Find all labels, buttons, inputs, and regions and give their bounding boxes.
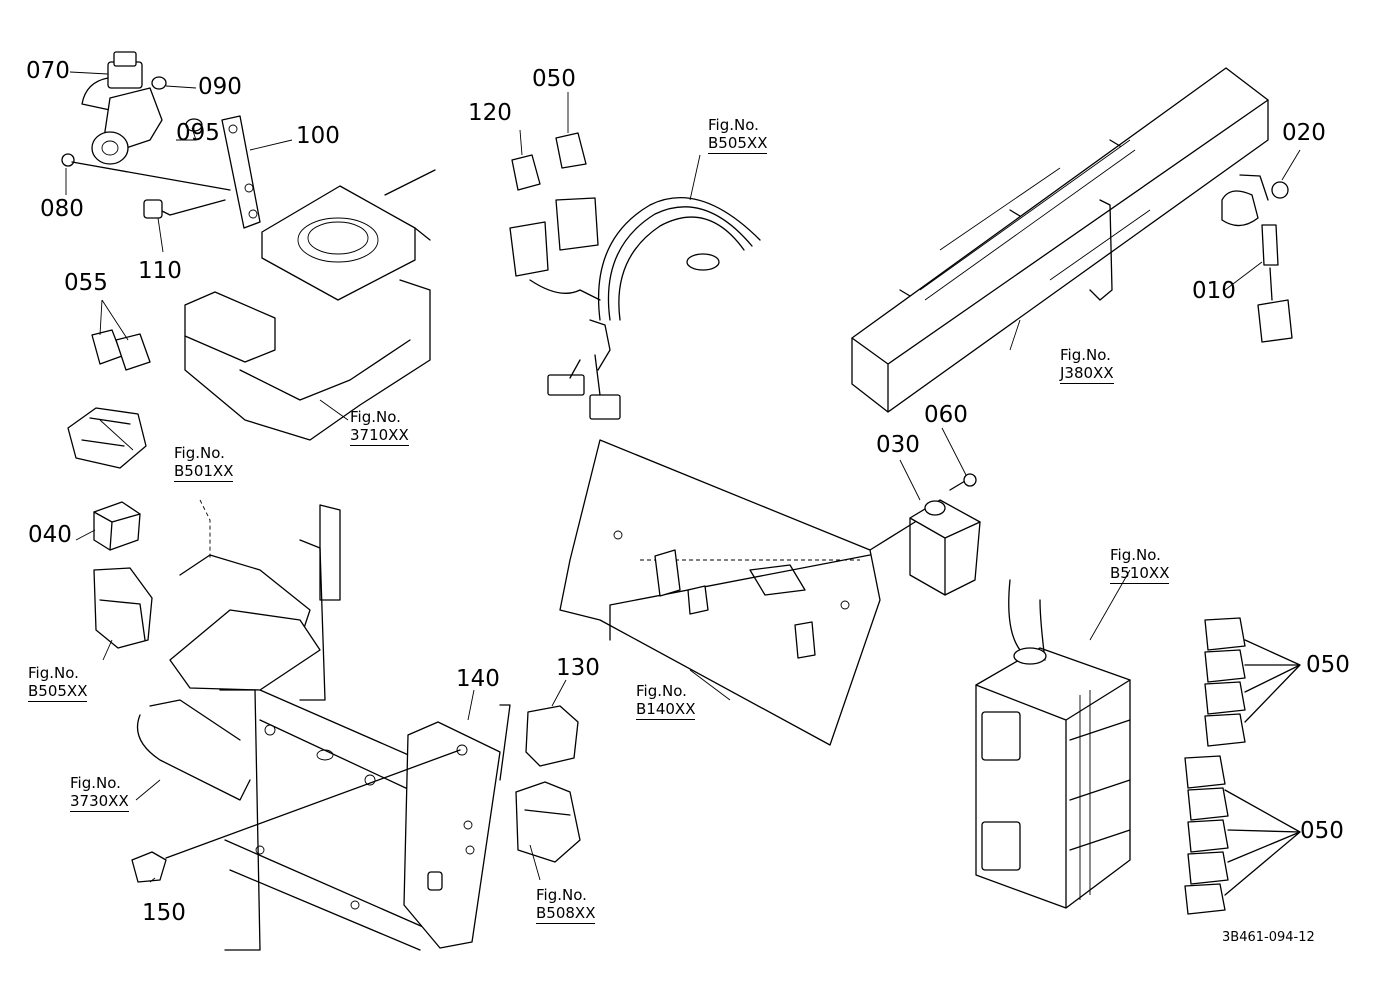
fig-ref-label: Fig.No. (28, 664, 79, 682)
leader-lines (65, 71, 1301, 883)
fig-ref-label: Fig.No. (536, 886, 587, 904)
relay-130 (515, 705, 581, 863)
fig-ref-code: B501XX (174, 462, 234, 482)
fig-ref-label: Fig.No. (350, 408, 401, 426)
fig-ref-code: B510XX (1110, 564, 1170, 584)
part-label-130: 130 (556, 655, 600, 681)
plate-140 (403, 704, 511, 949)
part-label-095: 095 (176, 120, 220, 146)
fig-ref-code: J380XX (1060, 364, 1114, 384)
fig-ref-label: Fig.No. (636, 682, 687, 700)
part-label-120: 120 (468, 100, 512, 126)
fig-ref-label: Fig.No. (1110, 546, 1161, 564)
unit-030 (869, 473, 981, 596)
part-label-020: 020 (1282, 120, 1326, 146)
fig-ref-b140xx: Fig.No. B140XX (636, 682, 696, 720)
fig-ref-code: B140XX (636, 700, 696, 720)
part-label-140: 140 (456, 666, 500, 692)
fig-ref-code: B505XX (708, 134, 768, 154)
engine-housing (184, 169, 436, 441)
fig-ref-3710xx: Fig.No. 3710XX (350, 408, 409, 446)
part-label-050-mid: 050 (1306, 652, 1350, 678)
sensor-010 (1221, 174, 1293, 343)
part-label-090: 090 (198, 74, 242, 100)
panel-b140 (559, 439, 881, 746)
part-label-080: 080 (40, 196, 84, 222)
fig-ref-3730xx: Fig.No. 3730XX (70, 774, 129, 812)
part-label-070: 070 (26, 58, 70, 84)
fig-ref-label: Fig.No. (70, 774, 121, 792)
fig-ref-label: Fig.No. (174, 444, 225, 462)
fig-ref-b510xx: Fig.No. B510XX (1110, 546, 1170, 584)
fig-ref-b508xx: Fig.No. B508XX (536, 886, 596, 924)
fig-ref-code: 3730XX (70, 792, 129, 812)
part-label-060: 060 (924, 402, 968, 428)
fig-ref-label: Fig.No. (1060, 346, 1111, 364)
part-label-110: 110 (138, 258, 182, 284)
part-label-040: 040 (28, 522, 72, 548)
fig-ref-code: B505XX (28, 682, 88, 702)
bolt-150 (131, 749, 461, 883)
fig-ref-code: 3710XX (350, 426, 409, 446)
starter-relay-assembly (61, 51, 261, 229)
mount-frame (136, 499, 431, 951)
fig-ref-j380xx: Fig.No. J380XX (1060, 346, 1114, 384)
part-label-010: 010 (1192, 278, 1236, 304)
long-rail-bracket (851, 67, 1269, 413)
relay-stack-lower (1184, 755, 1301, 915)
part-label-050-bottom: 050 (1300, 818, 1344, 844)
part-label-030: 030 (876, 432, 920, 458)
part-label-055: 055 (64, 270, 108, 296)
fig-ref-b505xx-left: Fig.No. B505XX (28, 664, 88, 702)
fig-ref-code: B508XX (536, 904, 596, 924)
fig-ref-label: Fig.No. (708, 116, 759, 134)
wiring-harness (509, 132, 761, 420)
relay-040 (93, 501, 153, 649)
part-label-050-top: 050 (532, 66, 576, 92)
fuse-box-b510 (975, 579, 1131, 909)
fig-ref-b501xx: Fig.No. B501XX (174, 444, 234, 482)
relay-stack-upper (1204, 617, 1301, 747)
part-label-100: 100 (296, 123, 340, 149)
relay-pair-055 (67, 329, 151, 469)
fig-ref-b505xx-top: Fig.No. B505XX (708, 116, 768, 154)
part-label-150: 150 (142, 900, 186, 926)
document-id: 3B461-094-12 (1222, 930, 1315, 945)
